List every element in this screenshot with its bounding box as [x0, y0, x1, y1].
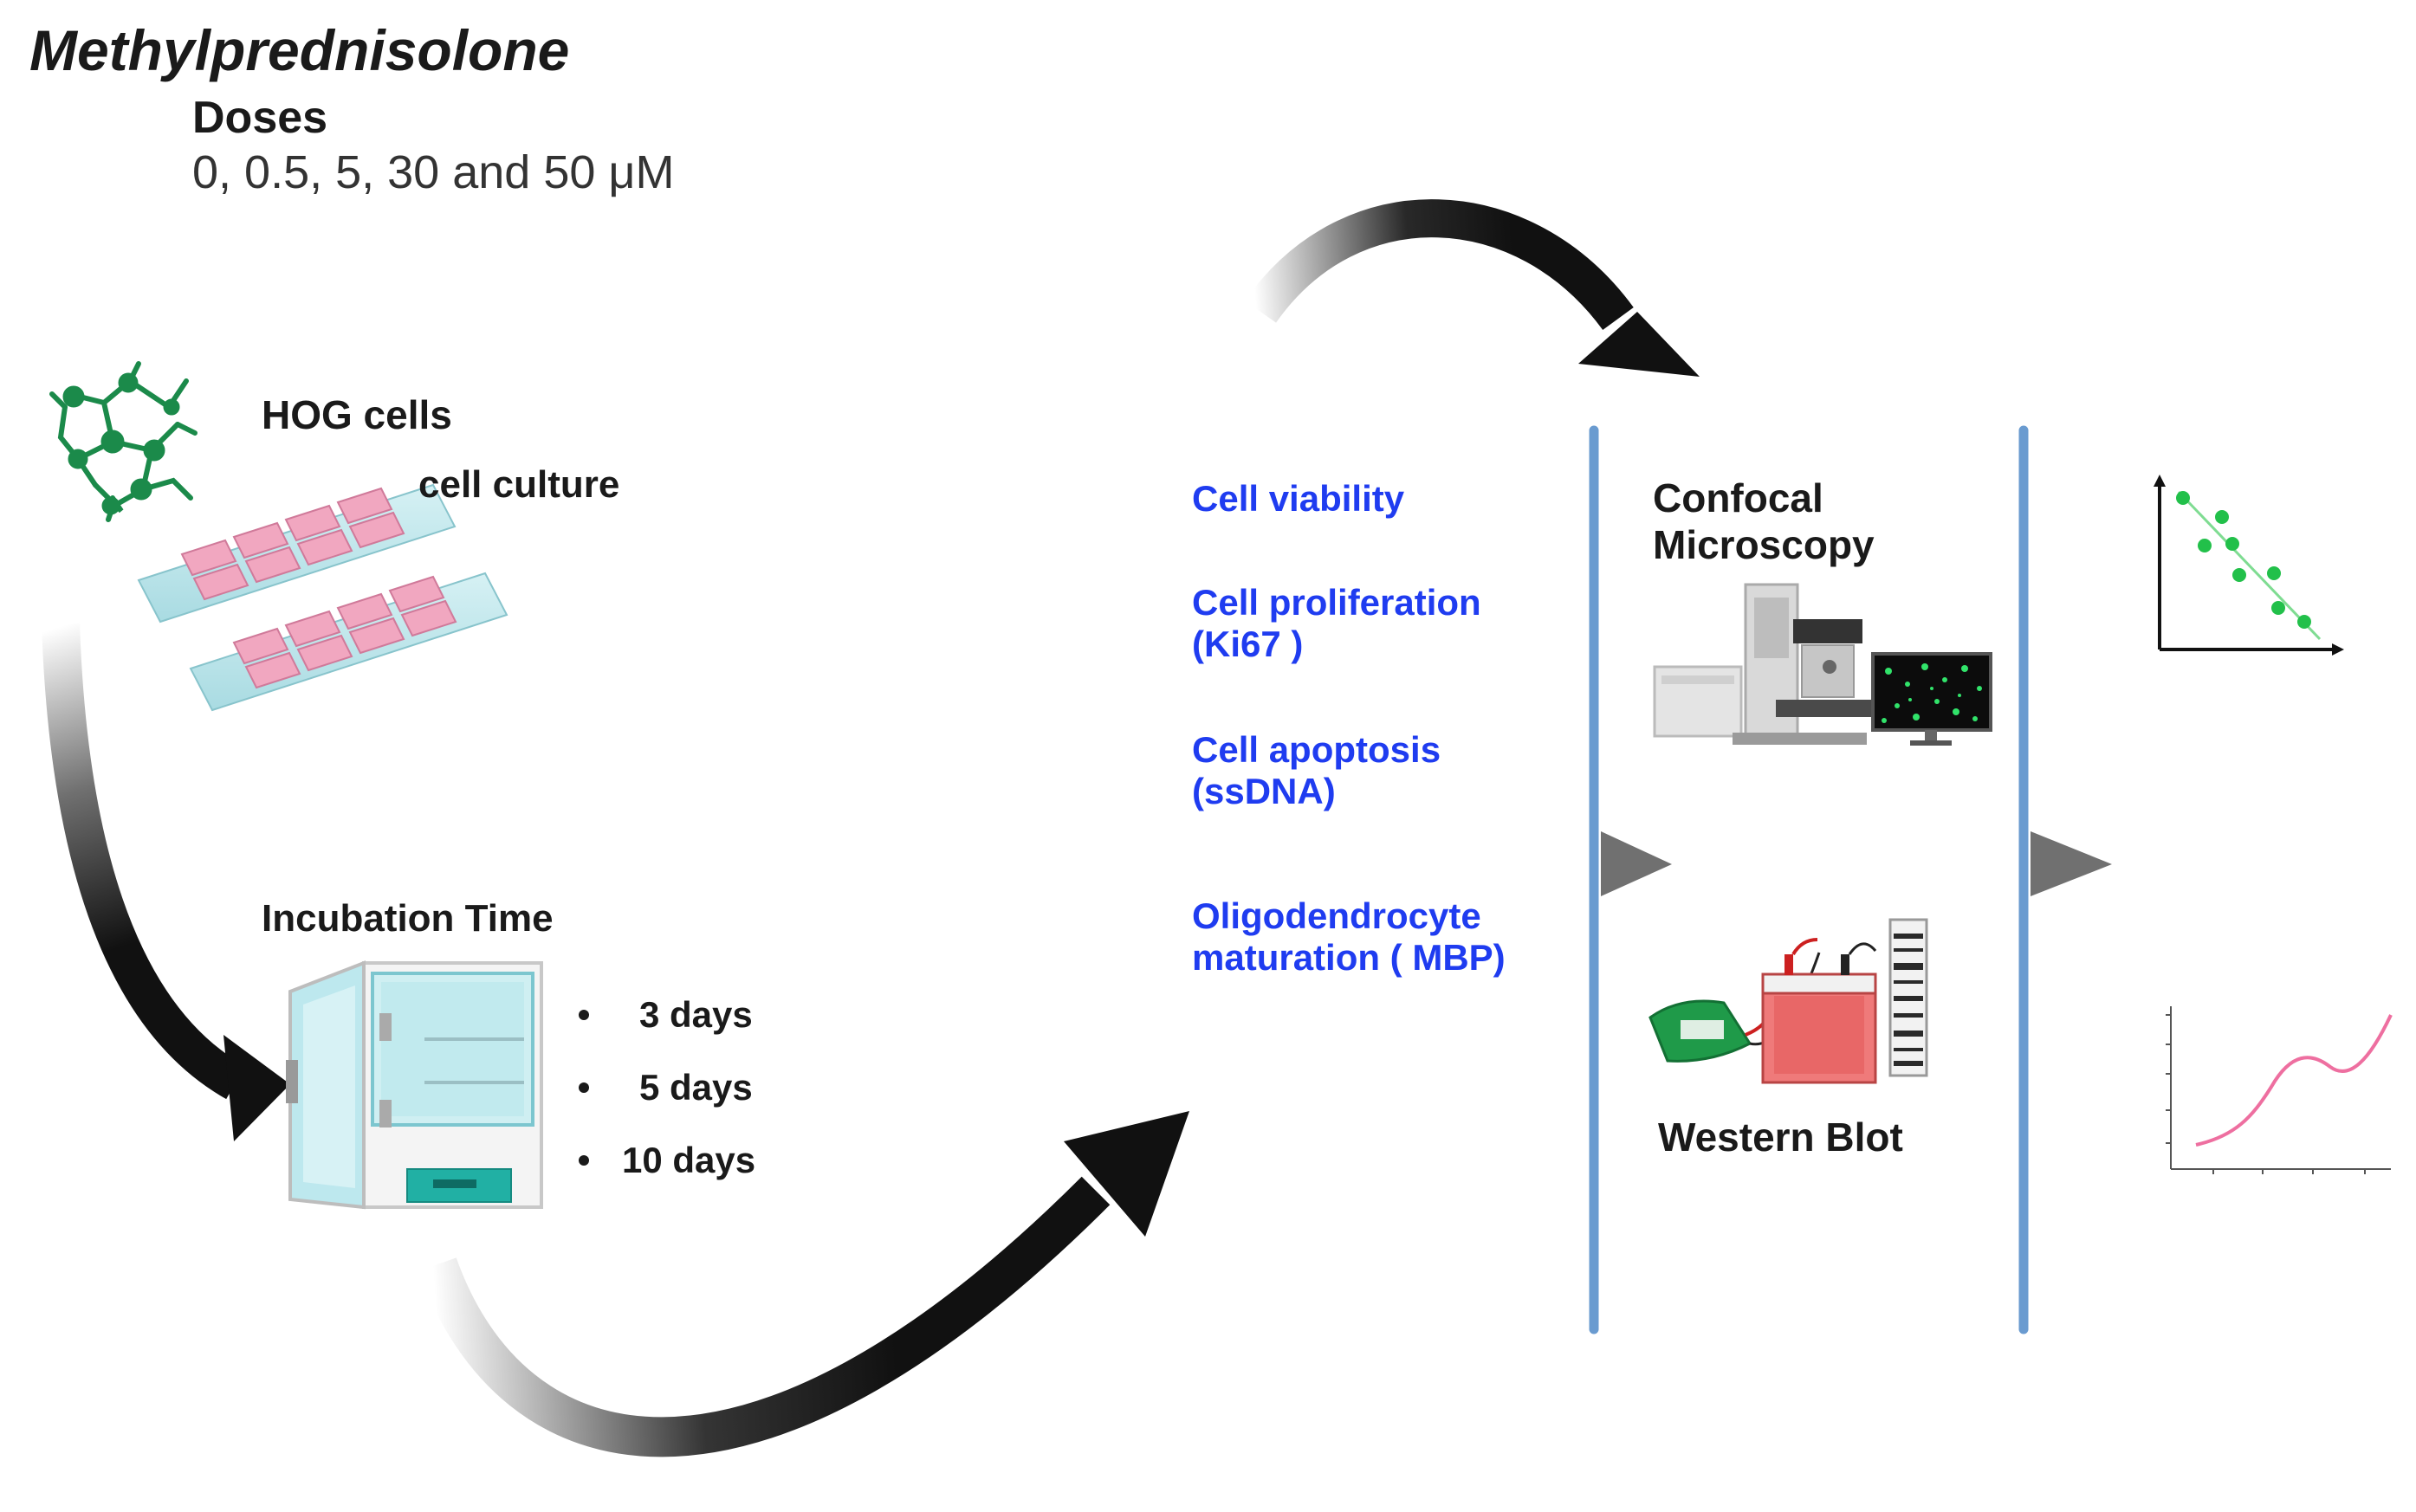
assay-oligodendrocyte-maturation: Oligodendrocyte maturation ( MBP) — [1192, 895, 1506, 979]
confocal-line-1: Confocal — [1653, 475, 1823, 520]
assay-cell-apoptosis: Cell apoptosis (ssDNA) — [1192, 729, 1441, 812]
assay-marker: (ssDNA) — [1192, 771, 1336, 811]
assay-line: Cell apoptosis — [1192, 729, 1441, 770]
assay-cell-viability: Cell viability — [1192, 478, 1404, 520]
bullet-icon — [579, 1082, 589, 1093]
monitor-icon — [1871, 652, 1992, 746]
bullet-icon — [579, 1155, 589, 1166]
divider-right — [2018, 425, 2112, 1334]
microscope-icon — [1653, 583, 1871, 745]
assay-marker: maturation ( MBP) — [1192, 937, 1506, 978]
arrow-to-methods — [1244, 199, 1700, 377]
blot-bands-icon — [1888, 918, 1928, 1077]
western-blot-label: Western Blot — [1658, 1115, 1903, 1160]
western-blot-apparatus-icon — [1648, 938, 1877, 1084]
incubation-day-10: 10 days — [622, 1140, 756, 1180]
line-plot-thumbnail — [2166, 1006, 2393, 1174]
assay-cell-proliferation: Cell proliferation (Ki67 ) — [1192, 582, 1481, 665]
incubation-day-3: 3 days — [639, 994, 753, 1035]
doses-values: 0, 0.5, 5, 30 and 50 μM — [192, 146, 675, 198]
arrow-cells-to-incubation — [42, 623, 290, 1141]
confocal-microscopy-label: Confocal Microscopy — [1653, 475, 1875, 568]
culture-slide-back — [137, 483, 457, 624]
doses-heading: Doses — [192, 93, 328, 143]
culture-slide-front — [189, 572, 508, 712]
scatter-plot-thumbnail — [2154, 475, 2344, 656]
assay-line: Cell proliferation — [1192, 582, 1481, 623]
drug-title: Methylprednisolone — [29, 18, 570, 82]
incubation-time-label: Incubation Time — [262, 897, 554, 940]
assay-line: Oligodendrocyte — [1192, 895, 1481, 936]
assay-marker: (Ki67 ) — [1192, 624, 1304, 664]
arrow-incubation-to-assays — [418, 1111, 1189, 1457]
hog-cells-icon — [49, 361, 198, 522]
assay-line: Cell viability — [1192, 478, 1405, 519]
incubation-day-5: 5 days — [639, 1067, 753, 1108]
cell-culture-slides-icon — [137, 483, 508, 712]
hog-cells-label: HOG cells — [262, 392, 452, 437]
cell-culture-label: cell culture — [418, 463, 620, 506]
divider-left — [1589, 425, 1672, 1334]
confocal-line-2: Microscopy — [1653, 522, 1875, 567]
incubator-icon — [286, 960, 543, 1210]
bullet-icon — [579, 1010, 589, 1020]
